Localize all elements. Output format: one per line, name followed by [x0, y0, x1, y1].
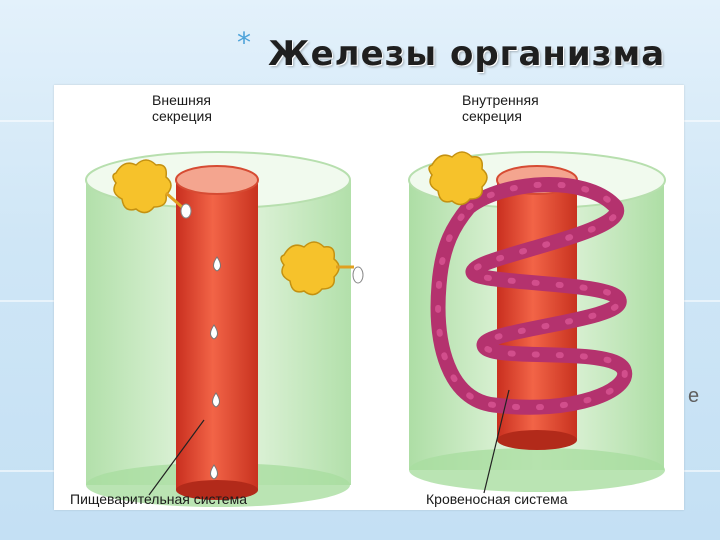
- right-caption: Кровеносная система: [426, 491, 568, 507]
- title-bullet: *: [237, 26, 251, 59]
- slide-title: Железы организма: [268, 34, 708, 84]
- left-caption: Пищеварительная система: [70, 491, 247, 507]
- gland-diagram: Внешняя секреция Внутренняя секреция Пищ…: [54, 85, 684, 510]
- left-heading-line2: секреция: [152, 108, 212, 124]
- left-heading-line1: Внешняя: [152, 92, 211, 108]
- edge-text-fragment: е: [688, 385, 699, 408]
- right-heading-line1: Внутренняя: [462, 92, 539, 108]
- diagram-drawing: [54, 85, 684, 510]
- right-heading-line2: секреция: [462, 108, 522, 124]
